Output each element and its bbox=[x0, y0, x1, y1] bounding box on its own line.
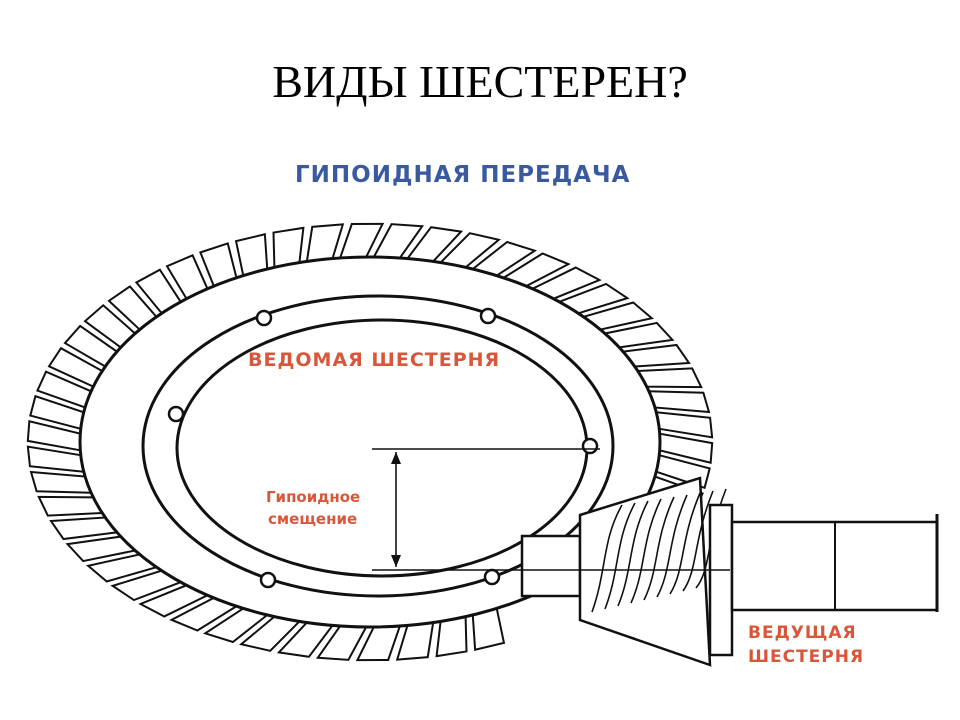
gear-tooth bbox=[37, 495, 104, 517]
pinion-tooth-line bbox=[656, 494, 688, 598]
drive-gear-label-line2: ШЕСТЕРНЯ bbox=[748, 647, 864, 667]
bolt-hole bbox=[581, 437, 599, 455]
drive-pinion bbox=[520, 476, 939, 667]
ring-gear-outer-rim bbox=[78, 255, 662, 629]
bolt-hole bbox=[255, 309, 273, 327]
pinion-tooth-line bbox=[604, 502, 636, 610]
gear-tooth bbox=[636, 367, 703, 389]
pinion-tooth-line bbox=[643, 496, 675, 601]
pinion-tooth-line bbox=[669, 492, 701, 595]
gear-tooth bbox=[647, 390, 711, 414]
bolt-hole bbox=[479, 307, 497, 325]
offset-label-line1: Гипоидное bbox=[266, 488, 360, 506]
gear-tooth bbox=[395, 621, 435, 661]
pinion-hub bbox=[520, 534, 582, 598]
pinion-tooth-line bbox=[591, 504, 623, 613]
hypoid-offset-dimension bbox=[372, 448, 730, 571]
pinion-tooth-line bbox=[617, 500, 649, 607]
drive-gear-label-line1: ВЕДУЩАЯ bbox=[748, 623, 857, 643]
diagram-heading: ГИПОИДНАЯ ПЕРЕДАЧА bbox=[295, 162, 630, 188]
driven-gear-label: ВЕДОМАЯ ШЕСТЕРНЯ bbox=[248, 349, 500, 371]
pinion-tooth-line bbox=[682, 490, 714, 592]
offset-label-line2: смещение bbox=[268, 510, 357, 528]
bolt-holes bbox=[167, 307, 599, 589]
bolt-hole bbox=[167, 405, 185, 423]
pinion-collar bbox=[708, 503, 734, 657]
gear-tooth bbox=[29, 470, 93, 494]
gear-tooth bbox=[305, 223, 345, 263]
bolt-hole bbox=[259, 571, 277, 589]
pinion-tooth-line bbox=[630, 498, 662, 604]
slide-title: ВИДЫ ШЕСТЕРЕН? bbox=[272, 56, 688, 107]
bolt-hole bbox=[483, 568, 501, 586]
